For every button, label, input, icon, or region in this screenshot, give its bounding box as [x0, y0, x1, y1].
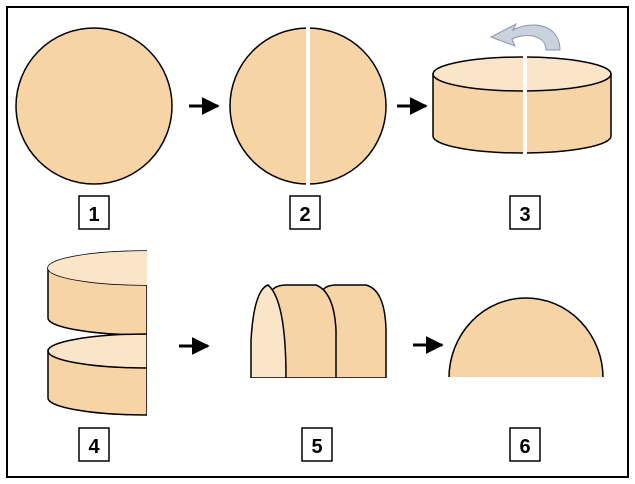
- edge-mask: [147, 240, 157, 425]
- semicircle: [448, 297, 604, 379]
- svg-text:2: 2: [299, 204, 310, 226]
- lower-top-fill: [47, 333, 148, 369]
- step-2-split-circle: [229, 27, 387, 185]
- disc: [15, 27, 173, 185]
- step-label-6: 6: [509, 427, 541, 462]
- svg-text:5: 5: [311, 436, 322, 458]
- svg-text:3: 3: [519, 204, 530, 226]
- step-label-3: 3: [509, 195, 541, 230]
- front-slice-face: [250, 284, 287, 379]
- base-mask: [245, 378, 395, 388]
- svg-text:4: 4: [88, 436, 100, 458]
- step-6-semicircle: [446, 297, 606, 379]
- step-label-5: 5: [301, 427, 333, 462]
- step-label-4: 4: [78, 427, 110, 462]
- curved-rotate-arrow-icon: [489, 22, 561, 51]
- diagram-frame: [6, 6, 629, 478]
- step-label-2: 2: [289, 195, 321, 230]
- step-1-circle: [15, 27, 173, 185]
- step-3-split-cylinder: [432, 22, 612, 154]
- upper-top-fill: [48, 251, 147, 285]
- step-5-half-disc-slices: [245, 284, 395, 388]
- svg-text:1: 1: [88, 204, 99, 226]
- step-label-1: 1: [78, 195, 110, 230]
- cylinder-top: [432, 56, 612, 92]
- svg-text:6: 6: [519, 436, 530, 458]
- step-4-stacked-half-cylinders: [47, 240, 157, 425]
